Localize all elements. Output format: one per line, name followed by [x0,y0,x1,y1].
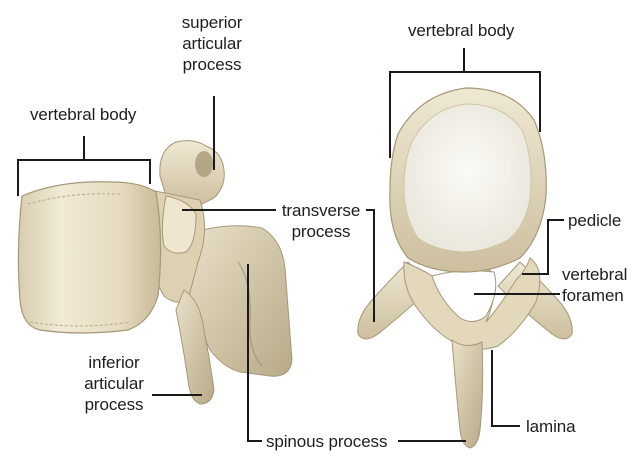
label-inferior-articular-process-line3: process [74,394,154,415]
leader-lamina [492,350,520,426]
spongy-bone [404,104,531,252]
superior-spinous-process [452,340,483,448]
label-vertebral-foramen-line2: foramen [562,285,627,306]
label-inferior-articular-process: inferior articular process [74,352,154,415]
label-pedicle: pedicle [568,210,621,231]
lateral-vertebra [18,141,292,404]
label-transverse-process-line2: process [272,221,370,242]
label-lateral-vertebral-body: vertebral body [30,104,136,125]
label-spinous-process: spinous process [266,431,387,452]
lateral-vertebral-body [18,182,160,333]
label-superior-articular-process-line1: superior [162,12,262,33]
label-inferior-articular-process-line2: articular [74,373,154,394]
label-inferior-articular-process-line1: inferior [74,352,154,373]
label-superior-articular-process: superior articular process [162,12,262,75]
label-superior-articular-process-line2: articular [162,33,262,54]
label-transverse-process: transverse process [272,200,370,242]
label-transverse-process-line1: transverse [272,200,370,221]
label-vertebral-foramen: vertebral foramen [562,264,627,306]
label-superior-articular-process-line3: process [162,54,262,75]
label-top-vertebral-body: vertebral body [408,20,514,41]
label-lamina: lamina [526,416,575,437]
label-vertebral-foramen-line1: vertebral [562,264,627,285]
